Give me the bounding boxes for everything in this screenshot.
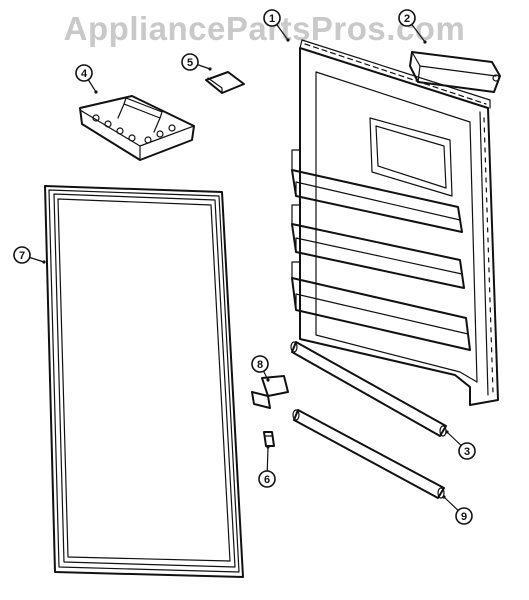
callout-circle <box>263 9 281 27</box>
callout-circle <box>75 64 93 82</box>
callout-1: 1 <box>263 9 290 42</box>
callout-pointer <box>94 90 98 94</box>
callout-label: 5 <box>187 57 193 69</box>
callout-pointer <box>42 260 46 264</box>
callout-label: 9 <box>461 511 467 523</box>
callout-label: 4 <box>81 68 88 80</box>
callout-label: 7 <box>19 250 25 262</box>
callout-4: 4 <box>75 64 98 94</box>
callout-circle <box>398 9 416 27</box>
handle-trim-upper <box>290 341 447 437</box>
handle-trim-lower <box>292 409 445 499</box>
callout-7: 7 <box>13 246 46 264</box>
callout-pointer <box>208 67 212 71</box>
callout-2: 2 <box>398 9 427 44</box>
door-gasket <box>44 185 244 578</box>
bracket <box>251 375 289 409</box>
callout-circle <box>455 507 473 525</box>
callout-circle <box>181 53 199 71</box>
callout-5: 5 <box>181 53 212 71</box>
callouts: 1 2 3 4 5 6 7 8 9 <box>13 9 476 525</box>
callout-label: 3 <box>464 446 470 458</box>
clip <box>263 431 275 447</box>
callout-label: 1 <box>269 13 275 25</box>
callout-circle <box>251 355 269 373</box>
callout-9: 9 <box>442 495 473 525</box>
small-cover <box>205 71 245 94</box>
callout-pointer <box>423 40 427 44</box>
callout-circle <box>258 470 276 488</box>
callout-label: 2 <box>404 13 410 25</box>
ice-tray <box>79 95 195 161</box>
callout-circle <box>458 442 476 460</box>
callout-pointer <box>266 378 270 382</box>
callout-3: 3 <box>445 430 476 460</box>
callout-pointer <box>286 38 290 42</box>
callout-6: 6 <box>258 445 276 488</box>
door-liner <box>291 39 499 406</box>
callout-circle <box>13 246 31 264</box>
callout-8: 8 <box>251 355 270 382</box>
callout-label: 6 <box>264 474 270 486</box>
callout-pointer <box>266 445 270 449</box>
callout-pointer <box>445 430 449 434</box>
dairy-door <box>409 51 501 93</box>
callout-pointer <box>442 495 446 499</box>
callout-label: 8 <box>257 359 263 371</box>
